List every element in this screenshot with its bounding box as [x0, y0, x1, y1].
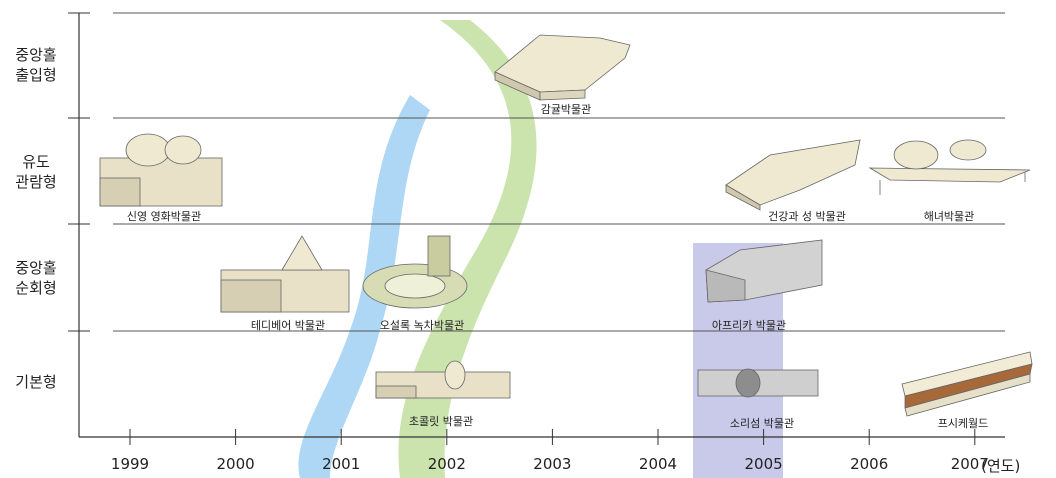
- building-sorisum: [697, 368, 819, 398]
- building-haenyeo: [868, 139, 1031, 195]
- museum-label: 신영 영화박물관: [126, 210, 202, 223]
- year-label: 2000: [216, 455, 255, 473]
- museum-label: 감귤박물관: [540, 103, 592, 116]
- museum-label: 아프리카 박물관: [711, 319, 787, 332]
- museum-label: 초콜릿 박물관: [408, 415, 474, 428]
- category-label-basic: 기본형: [15, 373, 57, 391]
- year-label: 2001: [322, 455, 361, 473]
- building-gamgyul: [494, 34, 631, 101]
- year-label: 2007: [950, 455, 989, 473]
- year-label: 1999: [110, 455, 150, 473]
- museum-label: 소리섬 박물관: [729, 417, 795, 430]
- building-africa: [705, 239, 823, 303]
- building-teddy: [220, 235, 350, 313]
- museum-label: 해녀박물관: [923, 210, 975, 223]
- year-label: 2005: [744, 455, 783, 473]
- building-sinyoung: [99, 133, 223, 207]
- year-label: 2004: [638, 455, 678, 473]
- watermark-green-ribbon: [398, 20, 537, 478]
- museum-label: 오설록 녹차박물관: [379, 319, 465, 332]
- x-ticks: [129, 429, 976, 445]
- building-psyche: [901, 351, 1033, 417]
- building-health: [725, 139, 861, 211]
- museum-label: 프시케월드: [937, 417, 989, 430]
- year-label: 2003: [533, 455, 572, 473]
- museum-label: 건강과 성 박물관: [768, 210, 846, 223]
- year-unit-label: (연도): [981, 457, 1021, 475]
- year-label: 2002: [427, 455, 466, 473]
- museum-label: 테디베어 박물관: [250, 319, 326, 332]
- building-chocolate: [375, 360, 511, 399]
- year-label: 2006: [850, 455, 889, 473]
- building-osulloc: [362, 235, 468, 309]
